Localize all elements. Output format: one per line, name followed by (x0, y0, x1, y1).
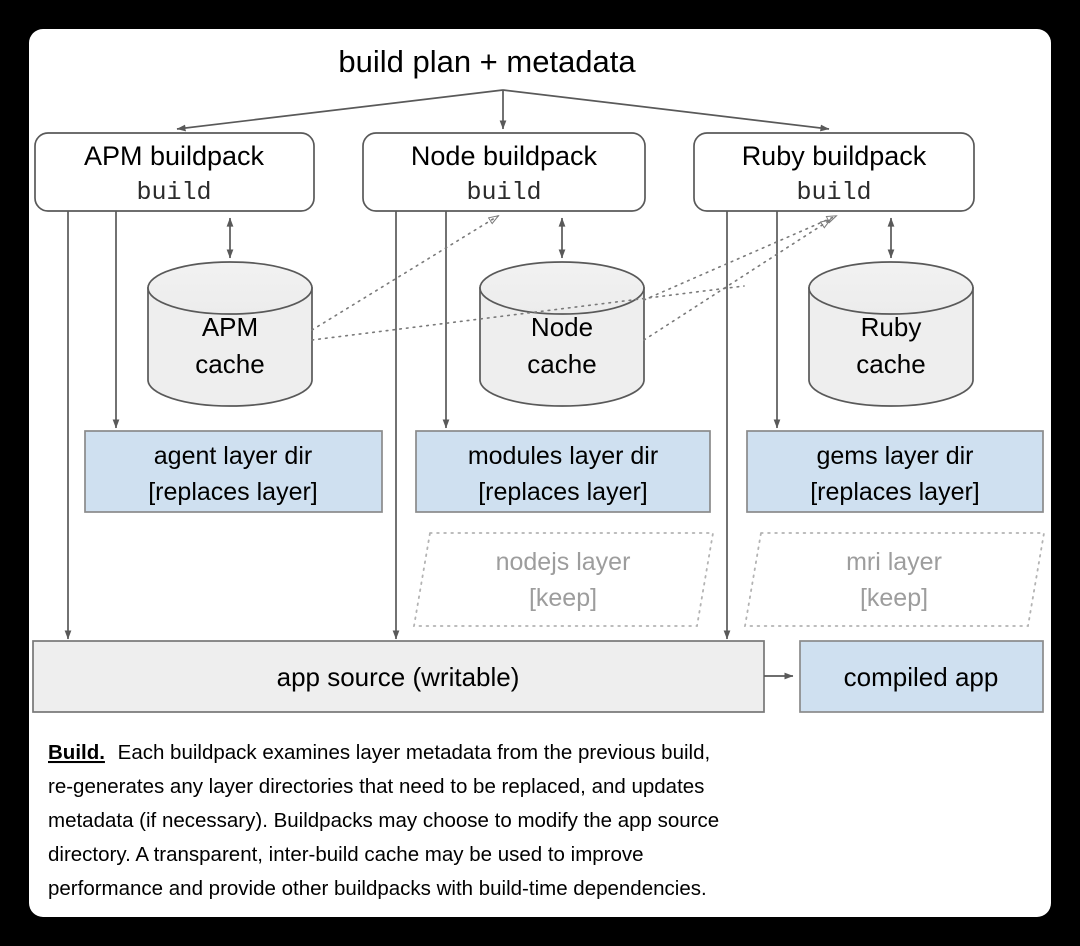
caption-line1: Each buildpack examines layer metadata f… (118, 741, 711, 764)
layer-dir-modules-line2: [replaces layer] (478, 478, 648, 506)
app-source-box[interactable]: app source (writable) (32, 640, 765, 713)
layer-dir-gems-line1: gems layer dir (817, 442, 974, 470)
cache-cylinder-node[interactable]: Node cache (479, 261, 645, 407)
kept-layer-nodejs-line2: [keep] (529, 584, 597, 612)
compiled-app-box[interactable]: compiled app (799, 640, 1044, 713)
cache-node-line1: Node (531, 312, 593, 342)
layer-dir-agent-line2: [replaces layer] (148, 478, 318, 506)
caption-line5: performance and provide other buildpacks… (48, 877, 707, 900)
svg-text:Build. Each buildpack: Build. Each buildpack examines layer met… (48, 741, 710, 764)
buildpack-node-name: Node buildpack (411, 141, 598, 171)
caption-line3: metadata (if necessary). Buildpacks may … (48, 809, 719, 832)
plan-distribution-arrows (176, 89, 830, 132)
layer-dir-box-gems[interactable]: gems layer dir [replaces layer] (746, 430, 1044, 513)
buildpack-cache-bidirectional-arrows (226, 217, 895, 259)
buildpack-box-ruby[interactable]: Ruby buildpack build (693, 132, 975, 212)
diagram-title: build plan + metadata (338, 44, 636, 79)
buildpack-apm-phase: build (136, 178, 211, 207)
caption-line4: directory. A transparent, inter-build ca… (48, 843, 644, 866)
inter-build-cache-dotted-lines (311, 216, 836, 341)
cache-apm-line1: APM (202, 312, 258, 342)
layer-dir-agent-line1: agent layer dir (154, 442, 312, 470)
kept-layer-nodejs[interactable]: nodejs layer [keep] (412, 532, 715, 627)
cache-apm-line2: cache (195, 349, 264, 379)
caption-line2: re-generates any layer directories that … (48, 775, 704, 798)
kept-layer-nodejs-line1: nodejs layer (496, 548, 631, 576)
kept-layer-mri[interactable]: mri layer [keep] (743, 532, 1046, 627)
cache-cylinder-ruby[interactable]: Ruby cache (808, 261, 974, 407)
buildpack-to-app-source-lines (64, 211, 731, 640)
cache-cylinder-apm[interactable]: APM cache (147, 261, 313, 407)
cache-node-line2: cache (527, 349, 596, 379)
kept-layer-mri-line2: [keep] (860, 584, 928, 612)
buildpack-box-node[interactable]: Node buildpack build (362, 132, 646, 212)
cache-ruby-line1: Ruby (861, 312, 922, 342)
buildpack-box-apm[interactable]: APM buildpack build (34, 132, 315, 212)
buildpack-node-phase: build (466, 178, 541, 207)
caption-block: Build. Each buildpack examines layer met… (48, 741, 719, 900)
buildpack-ruby-phase: build (796, 178, 871, 207)
buildpack-apm-name: APM buildpack (84, 141, 265, 171)
layer-dir-gems-line2: [replaces layer] (810, 478, 980, 506)
caption-lead: Build. (48, 741, 105, 764)
compiled-app-label: compiled app (844, 662, 999, 692)
cache-ruby-line2: cache (856, 349, 925, 379)
buildpack-ruby-name: Ruby buildpack (742, 141, 927, 171)
layer-dir-modules-line1: modules layer dir (468, 442, 658, 470)
kept-layer-mri-line1: mri layer (846, 548, 942, 576)
app-source-label: app source (writable) (277, 662, 520, 692)
layer-dir-box-modules[interactable]: modules layer dir [replaces layer] (415, 430, 711, 513)
layer-dir-box-agent[interactable]: agent layer dir [replaces layer] (84, 430, 383, 513)
